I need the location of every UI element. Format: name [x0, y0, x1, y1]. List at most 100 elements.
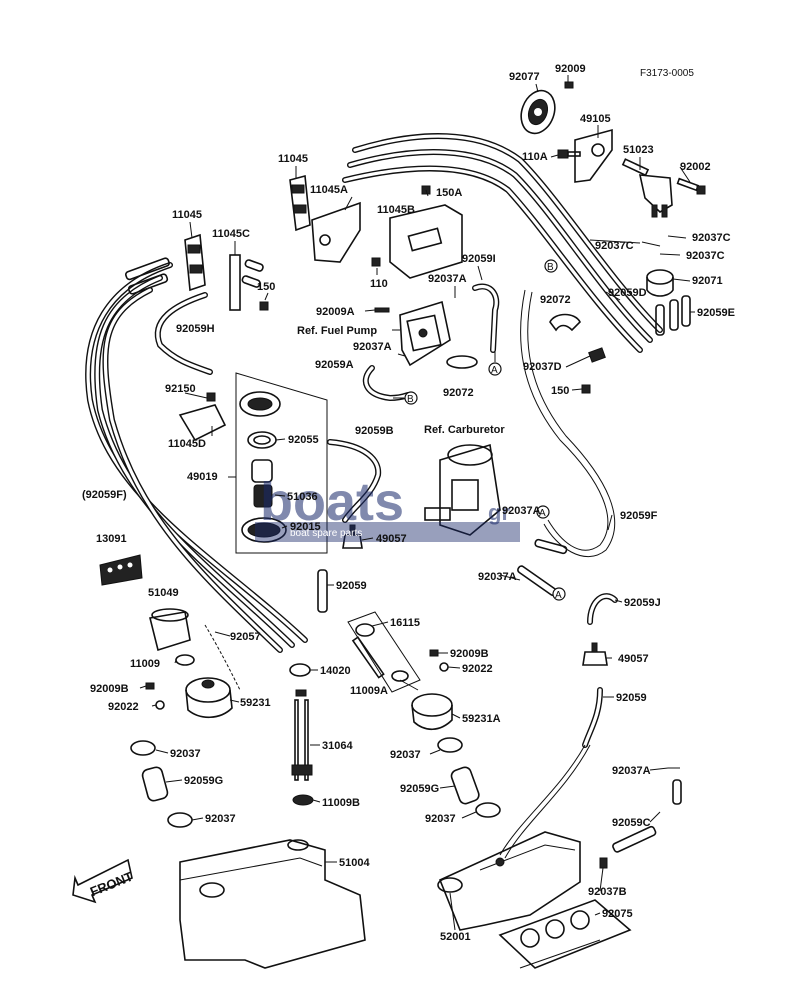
- hose-92059A: [362, 365, 411, 402]
- label-92002: 92002: [680, 161, 711, 173]
- svg-text:gr: gr: [488, 500, 510, 525]
- label-51049: 51049: [148, 587, 179, 599]
- marker-A-mid: A: [488, 352, 502, 376]
- label-92059H: 92059H: [176, 323, 215, 335]
- bracket-11045D: [178, 392, 227, 442]
- screw-92009: [564, 81, 574, 89]
- bolt-110: [371, 257, 381, 267]
- label-92059E: 92059E: [697, 307, 735, 319]
- label-150A: 150A: [436, 187, 462, 199]
- label-150: 150: [257, 281, 275, 293]
- sender-31064: [289, 663, 314, 806]
- label-92037C-3: 92037C: [686, 250, 725, 262]
- screw-92009B-left: [145, 682, 155, 690]
- label-51004: 51004: [339, 857, 370, 869]
- label-ref-carburetor: Ref. Carburetor: [424, 424, 505, 436]
- label-11045A: 11045A: [310, 184, 348, 196]
- carburetor: [424, 443, 501, 536]
- filter-assembly-49019: [235, 372, 328, 554]
- label-92059F-left: (92059F): [82, 489, 127, 501]
- label-11045C: 11045C: [212, 228, 250, 240]
- hose-92059H: [154, 292, 213, 375]
- label-92037A-3: 92037A: [502, 505, 541, 517]
- svg-text:A: A: [491, 365, 498, 376]
- label-92037A-1: 92037A: [428, 273, 467, 285]
- label-51036: 51036: [287, 491, 318, 503]
- svg-text:B: B: [407, 394, 414, 405]
- front-arrow: FRONT: [72, 858, 135, 904]
- label-11009A: 11009A: [350, 685, 388, 697]
- hose-92059F: [520, 289, 616, 557]
- clip-11045-left: [184, 233, 206, 292]
- label-11045-left: 11045: [172, 209, 202, 221]
- bolt-150-right: [581, 384, 591, 394]
- label-92059-short: 92059: [336, 580, 367, 592]
- label-92037-mid-2: 92037: [425, 813, 456, 825]
- clamp-92072-right: [549, 313, 581, 332]
- marker-A-right: A: [536, 505, 550, 519]
- hose-92059C: [612, 779, 682, 853]
- strap-92057: [204, 624, 241, 691]
- drawing-code: F3173-0005: [640, 68, 694, 79]
- label-92059C: 92059C: [612, 817, 651, 829]
- clips-92037C: [641, 235, 687, 256]
- gauge-59231A: [411, 693, 453, 731]
- label-92059B: 92059B: [355, 425, 394, 437]
- label-92037C-1: 92037C: [595, 240, 634, 252]
- svg-text:A: A: [539, 508, 546, 519]
- bracket-49105: [574, 128, 613, 183]
- label-92037C-2: 92037C: [692, 232, 731, 244]
- cock-51023: [621, 158, 673, 218]
- part-labels: F3173-0005 92077 92009 49105 110A 51023 …: [82, 63, 735, 943]
- svg-text:A: A: [555, 590, 562, 601]
- clamp-13091: [99, 554, 143, 586]
- label-92059G-left: 92059G: [184, 775, 223, 787]
- bracket-11045B: [389, 204, 463, 279]
- label-92037A-2: 92037A: [353, 341, 392, 353]
- marker-A-lower: A: [552, 587, 566, 601]
- hose-92059-short: [317, 569, 328, 613]
- washer-92022-left: [155, 700, 165, 710]
- label-92059J: 92059J: [624, 597, 661, 609]
- label-11045B: 11045B: [377, 204, 415, 216]
- fuel-tank-51004: [179, 839, 366, 969]
- label-51023: 51023: [623, 144, 654, 156]
- hose-92059B: [327, 439, 382, 523]
- label-92009B-mid: 92009B: [450, 648, 489, 660]
- label-92009A: 92009A: [316, 306, 355, 318]
- label-92037D: 92037D: [523, 361, 562, 373]
- bracket-11045A: [311, 201, 361, 263]
- label-11045D: 11045D: [168, 438, 206, 450]
- valve-49057-left: [342, 524, 363, 549]
- clip-11045-top: [289, 174, 311, 232]
- marker-B-top: B: [544, 259, 558, 273]
- label-92077: 92077: [509, 71, 540, 83]
- bolt-150: [259, 301, 269, 311]
- label-92059I: 92059I: [462, 253, 496, 265]
- leader-lines: [139, 75, 695, 931]
- label-110: 110: [370, 278, 388, 290]
- gasket-92075: [498, 899, 632, 969]
- hose-92059I: [472, 283, 500, 353]
- hose-bundle-top: [342, 133, 663, 353]
- label-92015: 92015: [290, 521, 321, 533]
- label-92150: 92150: [165, 383, 196, 395]
- filter-92071: [646, 269, 674, 297]
- svg-text:FRONT: FRONT: [88, 869, 135, 900]
- ring-11009: [175, 654, 195, 666]
- bolt-110A: [557, 149, 581, 159]
- svg-text:boat spare parts: boat spare parts: [290, 528, 362, 539]
- clamp-92072-mid: [446, 355, 478, 369]
- label-14020: 14020: [320, 665, 351, 677]
- hose-pieces-left-top: [125, 257, 264, 295]
- valve-49057-right: [582, 642, 608, 666]
- label-11045-top: 11045: [278, 153, 308, 165]
- clip-92037B: [599, 857, 608, 869]
- watermark: boats boat spare parts gr: [255, 472, 520, 542]
- label-92037A-4: 92037A: [478, 571, 517, 583]
- fuel-cap-92077: [520, 89, 556, 135]
- marker-B-mid: B: [393, 391, 418, 405]
- hose-bundle-left: [85, 262, 308, 653]
- label-92075: 92075: [602, 908, 633, 920]
